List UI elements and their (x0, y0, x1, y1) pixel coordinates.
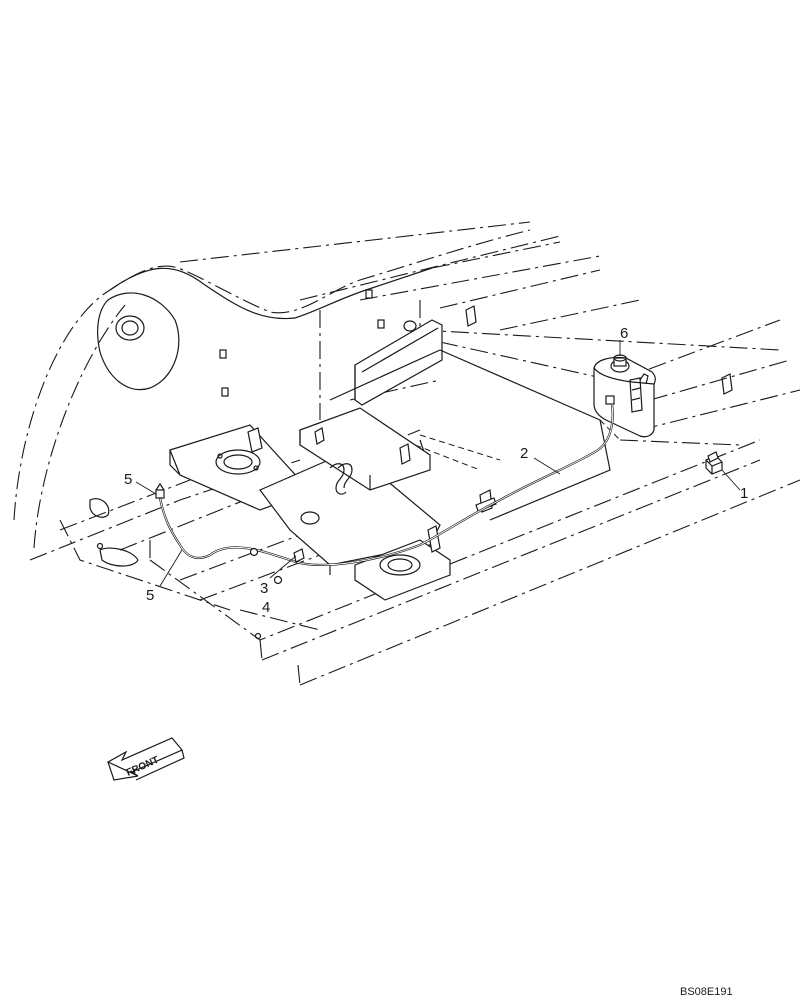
callout-5-lower: 5 (146, 587, 154, 604)
drawing-code: BS08E191 (680, 986, 733, 998)
reservoir-tank (593, 354, 656, 438)
right-mount-plate (354, 525, 451, 601)
callout-2: 2 (520, 445, 528, 462)
floor-brackets (475, 489, 497, 513)
front-arrow-icon: FRONT (106, 737, 185, 781)
boom-outline (13, 221, 641, 549)
callout-3: 3 (260, 580, 268, 597)
callout-4: 4 (262, 599, 270, 616)
bolt (705, 451, 723, 475)
callout-1: 1 (740, 485, 748, 502)
callout-5-upper: 5 (124, 471, 132, 488)
raised-box (299, 407, 431, 495)
frame-deck (29, 300, 801, 686)
callout-6: 6 (620, 325, 628, 342)
washer-hose (155, 403, 614, 585)
callout-leaders (135, 340, 741, 587)
wall-panel (354, 319, 443, 406)
